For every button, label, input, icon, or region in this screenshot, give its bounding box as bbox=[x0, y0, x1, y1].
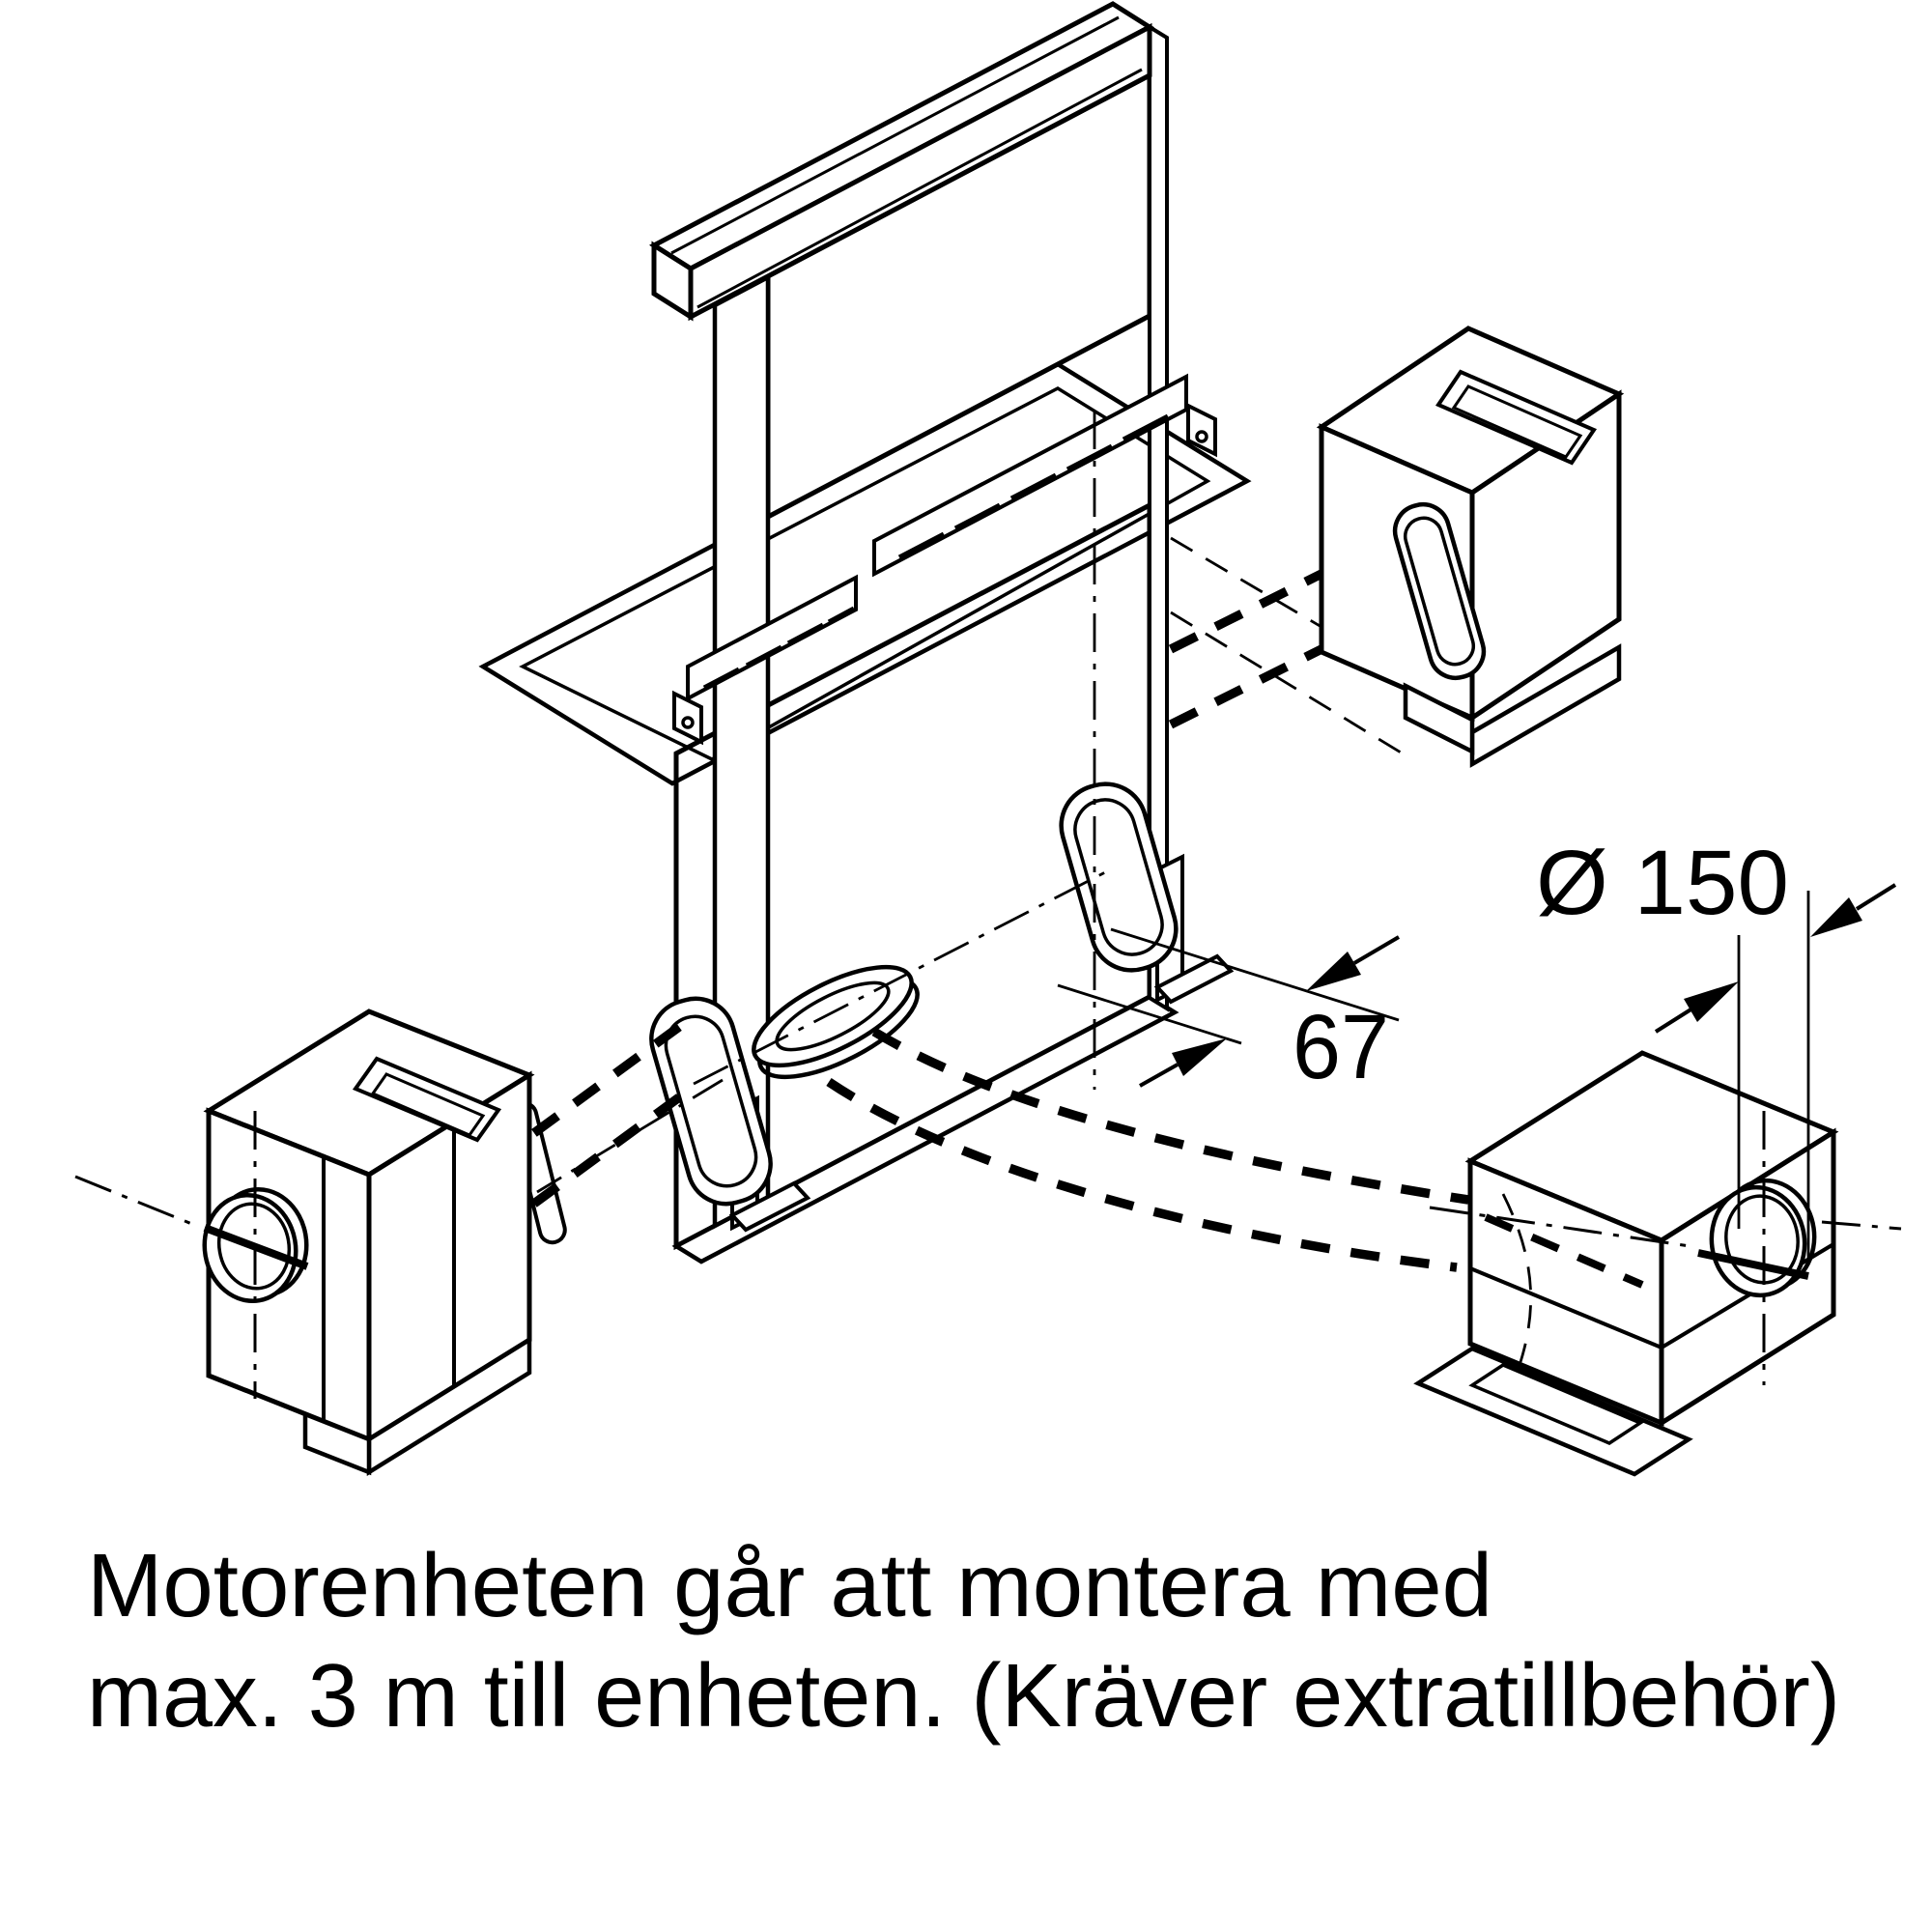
caption-line-2: max. 3 m till enheten. (Kräver extratill… bbox=[87, 1645, 1840, 1746]
leader-line bbox=[1110, 927, 1400, 1022]
dimension-arrow bbox=[1654, 981, 1739, 1034]
caption-line-1: Motorenheten går att montera med bbox=[87, 1535, 1492, 1635]
dimension-arrow bbox=[1306, 935, 1401, 991]
center-lines-housing bbox=[693, 411, 1112, 1090]
dimension-67: 67 bbox=[1057, 927, 1401, 1098]
dimension-diameter-150: Ø 150 bbox=[1536, 832, 1897, 1262]
dimension-arrow bbox=[1139, 1038, 1227, 1088]
in-box-duct-dashes bbox=[1484, 1193, 1644, 1363]
duct-port-oval bbox=[1392, 501, 1487, 681]
mounting-rail-upper bbox=[872, 373, 1217, 578]
screw-hole bbox=[681, 716, 695, 729]
panel-side-face bbox=[1148, 23, 1169, 1012]
base-plate bbox=[1403, 643, 1622, 768]
mounting-rail-lower bbox=[672, 574, 858, 746]
motor-unit-lower-left bbox=[74, 1009, 567, 1477]
motor-unit-upper-right bbox=[1316, 326, 1625, 768]
panel-top-cap bbox=[649, 1, 1154, 322]
dimension-67-label: 67 bbox=[1293, 996, 1389, 1098]
top-slot bbox=[352, 1056, 502, 1143]
spigot-center-lines bbox=[74, 1111, 309, 1399]
duct-port-left bbox=[649, 996, 811, 1233]
top-slot bbox=[1435, 369, 1598, 466]
dimension-150-label: Ø 150 bbox=[1536, 832, 1789, 934]
leader-line bbox=[1057, 983, 1242, 1045]
duct-route-lower-right bbox=[826, 1027, 1469, 1272]
base-plate bbox=[302, 1335, 532, 1477]
downdraft-panel bbox=[649, 1, 1169, 1230]
duct-port-right bbox=[1059, 781, 1235, 1005]
rail-end-bracket bbox=[1186, 402, 1217, 458]
spigot-center-lines bbox=[1429, 1111, 1902, 1385]
screw-hole bbox=[1195, 430, 1208, 443]
port-bracket-foot bbox=[728, 1180, 811, 1233]
motor-unit-lower-right bbox=[1413, 1050, 1902, 1477]
dimension-arrow bbox=[1810, 883, 1897, 937]
port-bracket-foot bbox=[1153, 953, 1235, 1005]
flat-duct-adapter bbox=[752, 964, 920, 1080]
base-plate bbox=[1413, 1346, 1693, 1477]
